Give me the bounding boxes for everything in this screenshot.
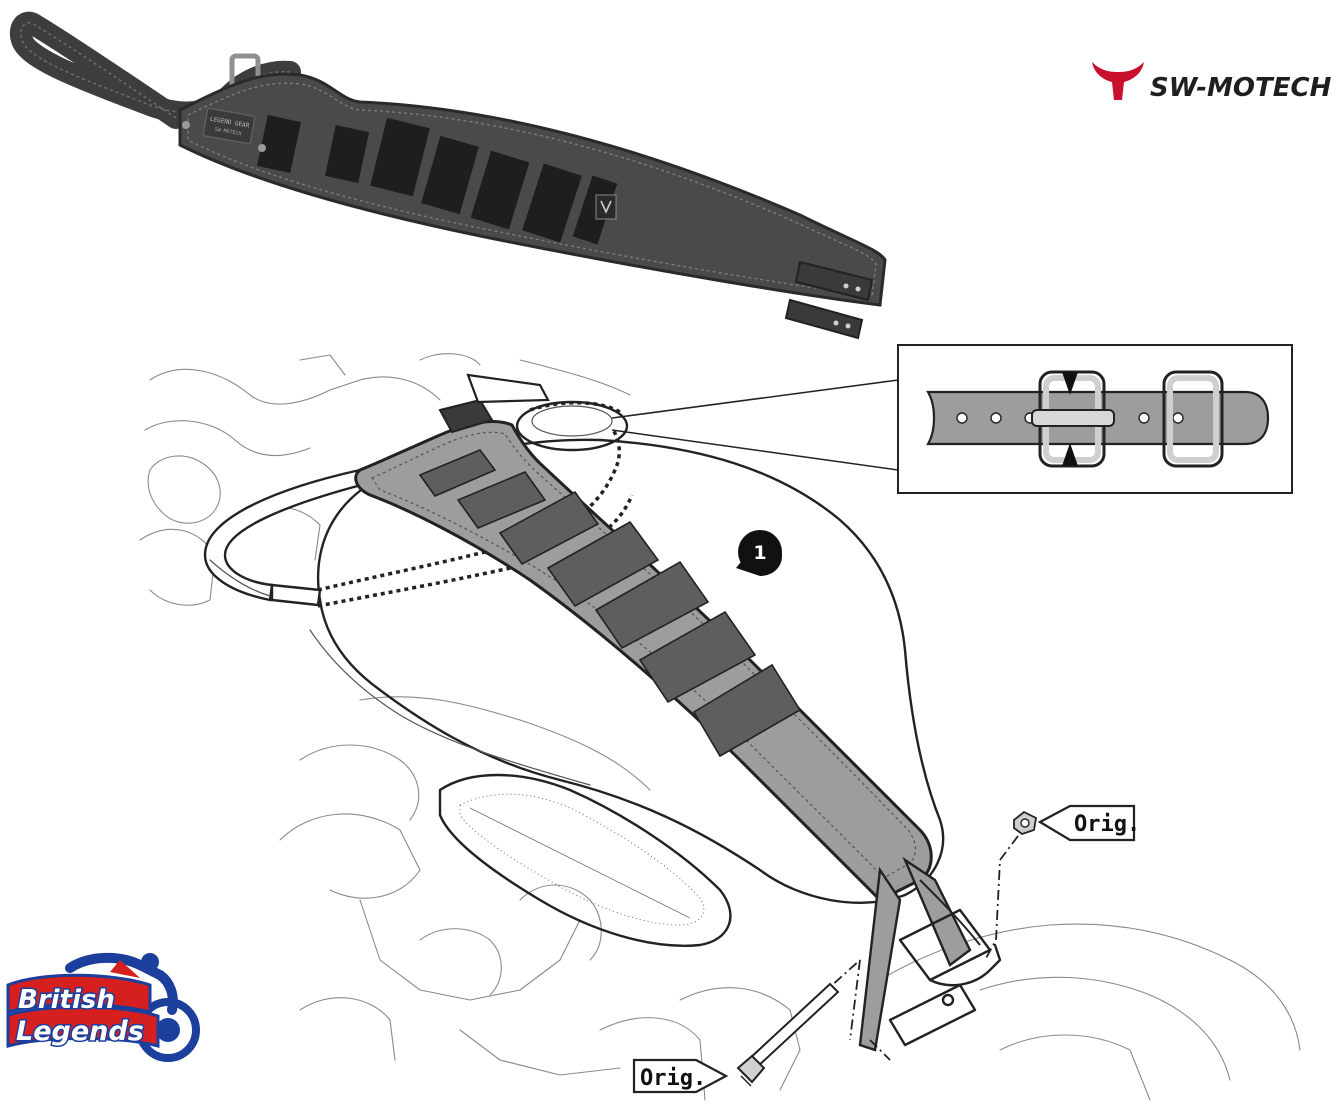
- bolt-icon: [736, 982, 840, 1087]
- tank-knee-pad: [438, 773, 732, 947]
- orig-label-top: Orig.: [1074, 812, 1140, 837]
- tank-strap-installed: [354, 373, 981, 1052]
- sw-motech-horns-logo-icon: [1092, 62, 1144, 100]
- product-photo-strap: LEGEND GEAR SW-MOTECH: [9, 11, 887, 340]
- orig-label-bottom: Orig.: [640, 1066, 706, 1091]
- watermark-line2: Legends: [16, 1016, 144, 1047]
- brand-logo: SW-MOTECH: [1092, 62, 1332, 103]
- rear-mount-bracket: [849, 908, 1002, 1061]
- strap-end-tabs: [784, 260, 874, 340]
- british-legends-watermark: British Legends: [6, 952, 200, 1062]
- velcro-strips: [256, 115, 618, 245]
- fuel-tank: [309, 400, 945, 947]
- nut-icon: [1013, 810, 1037, 836]
- bolt-assembly: [736, 959, 861, 1087]
- watermark-line1: British: [18, 985, 115, 1015]
- step-number: 1: [753, 542, 766, 564]
- orig-callout-top: Orig.: [984, 804, 1140, 961]
- strap-velcro-patches: [418, 449, 802, 758]
- buckle-detail-inset: [611, 344, 1293, 494]
- strap-logo-tag: [595, 194, 617, 220]
- buckle-frame-right: [1162, 370, 1224, 468]
- step-badge: 1: [736, 530, 782, 576]
- strap-label-line2: SW-MOTECH: [214, 127, 242, 138]
- buckle-frame-left: [1031, 370, 1115, 468]
- motorcycle-frame-lineart: [139, 353, 1301, 1101]
- brand-name: SW-MOTECH: [1150, 73, 1332, 103]
- orig-callout-bottom: Orig.: [632, 1058, 729, 1094]
